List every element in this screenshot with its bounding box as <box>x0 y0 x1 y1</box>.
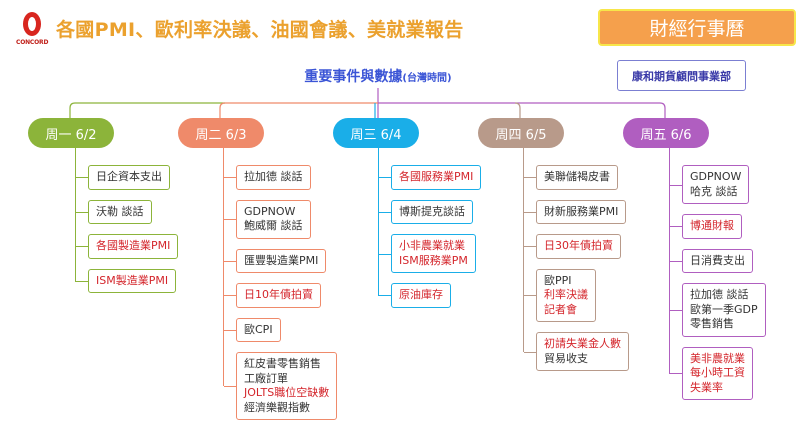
event-text: GDPNOW <box>244 204 296 218</box>
event-box: 日30年債拍賣 <box>524 234 621 259</box>
event-text: 貿易收支 <box>544 351 588 365</box>
event-text: 零售銷售 <box>690 317 734 330</box>
event-text: 經濟樂觀指數 <box>244 400 310 414</box>
event-box: 各國製造業PMI <box>75 234 179 259</box>
column-connector <box>223 148 224 386</box>
event-text: 失業率 <box>690 380 723 394</box>
page-title: 各國PMI、歐利率決議、油國會議、美就業報告 <box>56 19 464 41</box>
event-text: 哈克 談話 <box>690 184 738 198</box>
event-text: 拉加德 談話 <box>690 288 749 301</box>
event-text: ISM製造業PMI <box>96 273 169 287</box>
column-connector <box>523 148 524 352</box>
event-text: 小非農業就業 <box>399 239 465 252</box>
event-text: 各國服務業PMI <box>399 170 474 183</box>
event-box: 博斯提克談話 <box>379 199 473 224</box>
department-label: 康和期貨顧問事業部 <box>617 60 746 91</box>
event-text: 博通財報 <box>690 219 734 232</box>
day-header-thu: 周四 6/5 <box>478 118 564 148</box>
event-text: 各國製造業PMI <box>96 239 171 252</box>
event-text: 利率決議 <box>544 288 588 301</box>
event-text: 歐CPI <box>244 322 273 336</box>
event-text: 鮑威爾 談話 <box>244 219 303 232</box>
event-box: 原油庫存 <box>379 283 451 308</box>
column-connector <box>75 148 76 282</box>
event-text: 匯豐製造業PMI <box>244 253 319 267</box>
event-text: 美非農就業 <box>690 351 745 365</box>
event-box: 初請失業金人數貿易收支 <box>524 332 629 371</box>
event-box: 沃勒 談話 <box>76 199 152 224</box>
event-text: 日消費支出 <box>690 253 745 267</box>
event-column-mon: 日企資本支出沃勒 談話各國製造業PMI ISM製造業PMI <box>75 165 179 293</box>
event-box: 拉加德 談話 <box>224 165 311 190</box>
event-box: ISM製造業PMI <box>75 268 177 293</box>
event-text: GDPNOW <box>690 170 742 183</box>
event-text: 歐PPI <box>544 273 572 287</box>
event-text: 每小時工資 <box>690 366 745 379</box>
calendar-badge: 財經行事曆 <box>598 9 796 46</box>
event-box: 各國服務業PMI <box>378 165 482 190</box>
column-connector <box>378 148 379 296</box>
event-text: 沃勒 談話 <box>96 204 144 218</box>
event-box: 日消費支出 <box>670 248 753 273</box>
concord-logo: CONCORD <box>16 12 48 48</box>
event-text: 日企資本支出 <box>96 170 162 183</box>
event-text: 財新服務業PMI <box>544 204 619 218</box>
day-header-tue: 周二 6/3 <box>178 118 264 148</box>
event-box: 日企資本支出 <box>76 165 170 190</box>
event-text: 美聯儲褐皮書 <box>544 170 610 183</box>
event-text: JOLTS職位空缺數 <box>244 386 330 399</box>
event-box: 博通財報 <box>670 214 742 239</box>
event-text: 日10年債拍賣 <box>244 288 313 301</box>
event-box: 美非農就業每小時工資失業率 <box>670 346 753 400</box>
event-text: 初請失業金人數 <box>544 337 621 350</box>
event-box: 日10年債拍賣 <box>224 283 321 308</box>
event-text: ISM服務業PM <box>399 253 468 267</box>
event-box: 財新服務業PMI <box>523 199 627 224</box>
event-text: 工廠訂單 <box>244 371 288 385</box>
event-text: 紅皮書零售銷售 <box>244 357 321 370</box>
event-box: 歐CPI <box>224 317 281 342</box>
day-header-fri: 周五 6/6 <box>623 118 709 148</box>
diagram-subtitle: 重要事件與數據(台灣時間) <box>304 69 452 85</box>
column-connector <box>669 148 670 374</box>
event-text: 歐第一季GDP <box>690 302 758 316</box>
event-box: 美聯儲褐皮書 <box>524 165 618 190</box>
event-box: 匯豐製造業PMI <box>223 248 327 273</box>
day-header-wed: 周三 6/4 <box>333 118 419 148</box>
event-text: 日30年債拍賣 <box>544 239 613 252</box>
event-text: 博斯提克談話 <box>399 204 465 218</box>
event-text: 記者會 <box>544 302 577 316</box>
event-text: 原油庫存 <box>399 288 443 301</box>
day-header-mon: 周一 6/2 <box>28 118 114 148</box>
event-text: 拉加德 談話 <box>244 170 303 183</box>
